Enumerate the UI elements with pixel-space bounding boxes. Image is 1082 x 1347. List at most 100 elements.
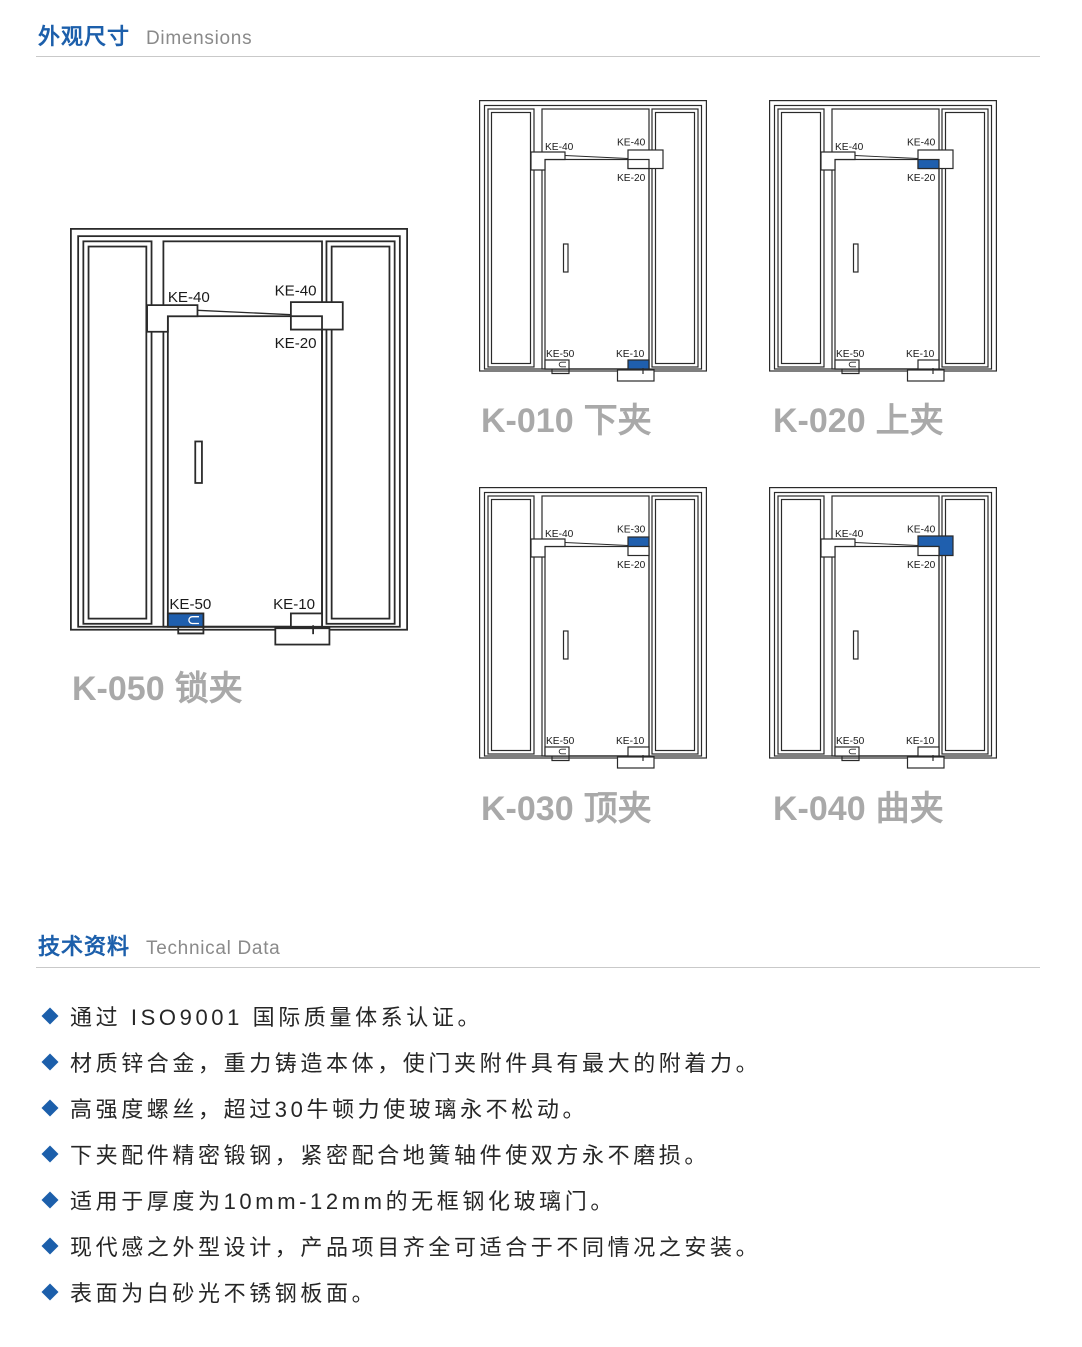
bottom-left-pivot bbox=[834, 359, 860, 370]
clamp-label-bottom-left: KE-50 bbox=[546, 349, 575, 360]
diamond-bullet-icon bbox=[41, 1007, 59, 1025]
model-number: K-020 bbox=[773, 402, 866, 440]
transom-edge bbox=[564, 155, 629, 159]
pivot-lock-icon bbox=[558, 361, 566, 368]
model-name: 下夹 bbox=[583, 402, 652, 440]
transom-edge bbox=[854, 542, 919, 546]
side-panel-left-inner bbox=[780, 111, 822, 365]
side-panel-right bbox=[325, 240, 396, 625]
side-panel-right bbox=[651, 495, 699, 755]
door-frame-inner bbox=[483, 104, 703, 370]
side-panel-right bbox=[941, 495, 989, 755]
clamp-label-bottom-left: KE-50 bbox=[546, 736, 575, 747]
clamp-label-bottom-right: KE-10 bbox=[616, 736, 645, 747]
model-number: K-030 bbox=[481, 790, 574, 828]
pivot-lock-icon bbox=[848, 748, 856, 755]
list-item: 通过 ISO9001 国际质量体系认证。 bbox=[38, 993, 761, 1039]
feature-text: 表面为白砂光不锈钢板面。 bbox=[70, 1281, 378, 1306]
door-handle bbox=[852, 243, 859, 273]
top-left-clamp bbox=[530, 151, 566, 171]
floor-box bbox=[906, 369, 945, 382]
pivot-lock-icon bbox=[558, 748, 566, 755]
section-divider bbox=[36, 967, 1040, 968]
model-name: 锁夹 bbox=[174, 670, 243, 708]
top-left-clamp bbox=[146, 304, 199, 333]
pivot-bracket bbox=[551, 369, 570, 375]
side-panel-left-inner bbox=[490, 111, 532, 365]
diamond-bullet-icon bbox=[41, 1145, 59, 1163]
door-frame-outer bbox=[769, 100, 998, 372]
clamp-label-bottom-left: KE-50 bbox=[169, 596, 211, 613]
transom-edge bbox=[854, 155, 919, 159]
door-panel bbox=[166, 315, 323, 628]
bottom-right-pivot bbox=[627, 359, 650, 370]
top-right-lower-clamp bbox=[627, 158, 650, 170]
model-name: 上夹 bbox=[875, 402, 944, 440]
door-handle bbox=[194, 440, 203, 484]
list-item: 表面为白砂光不锈钢板面。 bbox=[38, 1269, 761, 1315]
model-number: K-050 bbox=[72, 670, 165, 708]
side-panel-right-inner bbox=[944, 111, 986, 365]
clamp-label-top-right: KE-40 bbox=[617, 138, 646, 149]
clamp-label-top-left: KE-40 bbox=[835, 529, 864, 540]
pivot-lock-icon bbox=[848, 361, 856, 368]
clamp-label-top-left: KE-40 bbox=[545, 529, 574, 540]
floor-box bbox=[616, 369, 655, 382]
pivot-lock-icon bbox=[188, 616, 199, 625]
clamp-label-bottom-right: KE-10 bbox=[616, 349, 645, 360]
clamp-label-bottom-right: KE-10 bbox=[273, 596, 315, 613]
feature-text: 通过 ISO9001 国际质量体系认证。 bbox=[70, 1005, 484, 1030]
clamp-label-top-right: KE-40 bbox=[907, 525, 936, 536]
transom-edge bbox=[197, 309, 291, 316]
section-title-en: Technical Data bbox=[146, 938, 281, 959]
door-handle bbox=[852, 630, 859, 660]
feature-list: 通过 ISO9001 国际质量体系认证。 材质锌合金，重力铸造本体，使门夹附件具… bbox=[38, 993, 761, 1315]
clamp-label-top-right-lower: KE-20 bbox=[617, 173, 646, 184]
bottom-left-pivot bbox=[544, 746, 570, 757]
side-panel-left bbox=[82, 240, 153, 625]
side-panel-right-inner bbox=[654, 498, 696, 752]
door-panel bbox=[834, 545, 940, 757]
clamp-label-bottom-right: KE-10 bbox=[906, 349, 935, 360]
door-frame-inner bbox=[773, 491, 993, 757]
door-panel bbox=[544, 158, 650, 370]
floor-box bbox=[616, 756, 655, 769]
door-frame-inner bbox=[483, 491, 703, 757]
side-panel-right bbox=[651, 108, 699, 368]
side-panel-left bbox=[487, 495, 535, 755]
feature-text: 高强度螺丝，超过30牛顿力使玻璃永不松动。 bbox=[70, 1097, 589, 1122]
clamp-label-top-right: KE-30 bbox=[617, 525, 646, 536]
feature-text: 现代感之外型设计，产品项目齐全可适合于不同情况之安装。 bbox=[70, 1235, 762, 1260]
feature-text: 材质锌合金，重力铸造本体，使门夹附件具有最大的附着力。 bbox=[70, 1051, 762, 1076]
pivot-bracket bbox=[551, 756, 570, 762]
floor-box bbox=[906, 756, 945, 769]
pivot-bracket bbox=[177, 627, 205, 635]
side-panel-left bbox=[487, 108, 535, 368]
door-handle bbox=[562, 243, 569, 273]
bottom-right-pivot bbox=[289, 612, 323, 628]
pivot-bracket bbox=[841, 756, 860, 762]
clamp-label-top-right: KE-40 bbox=[275, 282, 317, 299]
section-header-dimensions: 外观尺寸 Dimensions bbox=[38, 22, 252, 52]
top-left-clamp bbox=[820, 538, 856, 558]
top-right-lower-clamp bbox=[917, 158, 940, 170]
model-name: 曲夹 bbox=[875, 790, 944, 828]
diamond-bullet-icon bbox=[41, 1053, 59, 1071]
side-panel-right-inner bbox=[330, 245, 391, 620]
side-panel-right bbox=[941, 108, 989, 368]
side-panel-left bbox=[777, 108, 825, 368]
model-number: K-010 bbox=[481, 402, 574, 440]
section-title-cn: 技术资料 bbox=[38, 934, 131, 959]
top-left-clamp bbox=[530, 538, 566, 558]
